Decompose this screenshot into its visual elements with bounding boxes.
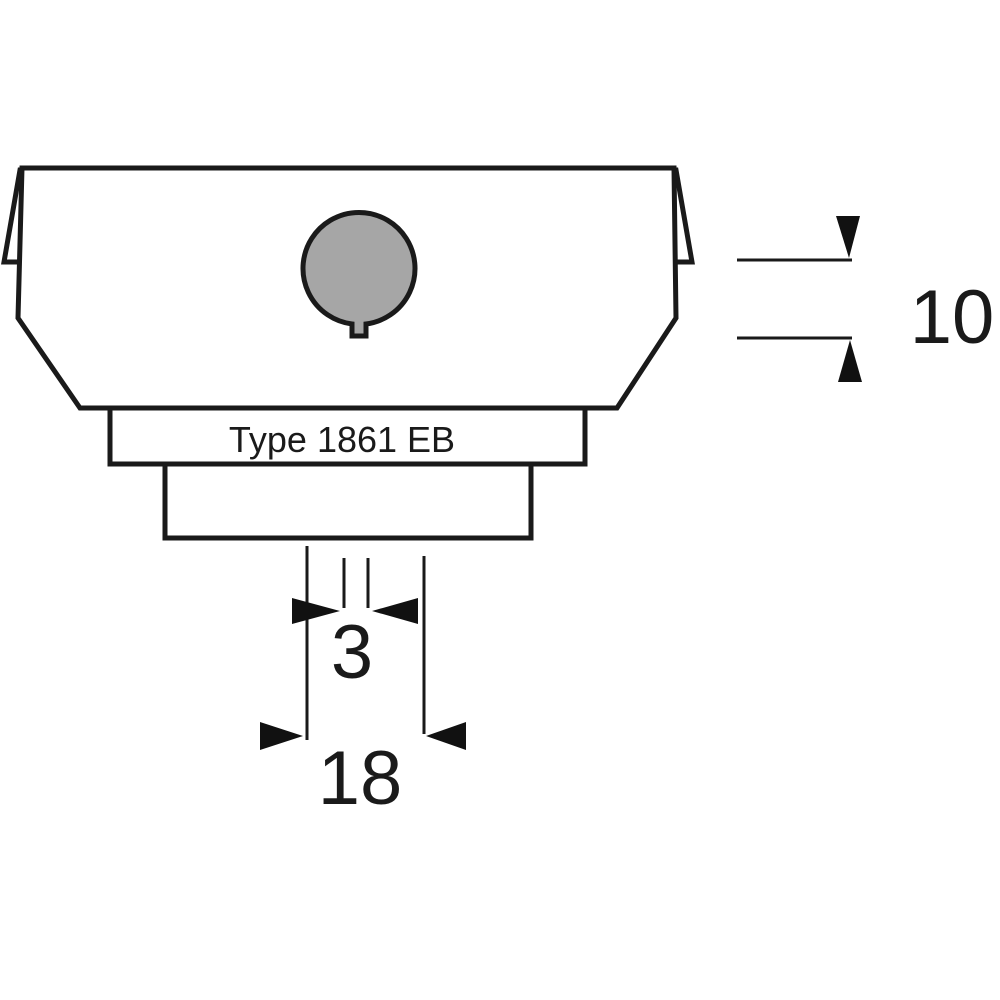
- arrow-right-icon: [292, 598, 340, 624]
- arrow-up-icon: [838, 340, 862, 382]
- width-value: 18: [318, 736, 403, 821]
- arrow-left-icon: [372, 598, 418, 624]
- small-width-value: 3: [331, 610, 373, 695]
- height-dimension: 10: [737, 216, 994, 382]
- knob-icon: [300, 210, 418, 339]
- rotary-knob: [300, 210, 418, 339]
- type-label-plate: [107, 405, 588, 467]
- type-label: Type 1861 EB: [229, 419, 455, 460]
- arrow-left-icon: [426, 722, 466, 750]
- height-value: 10: [910, 275, 995, 360]
- arrow-down-icon: [836, 216, 860, 258]
- arrow-right-icon: [260, 722, 303, 750]
- width-dimension: 3 18: [260, 546, 466, 821]
- base-block: [162, 461, 534, 541]
- switch-housing: [1, 165, 695, 541]
